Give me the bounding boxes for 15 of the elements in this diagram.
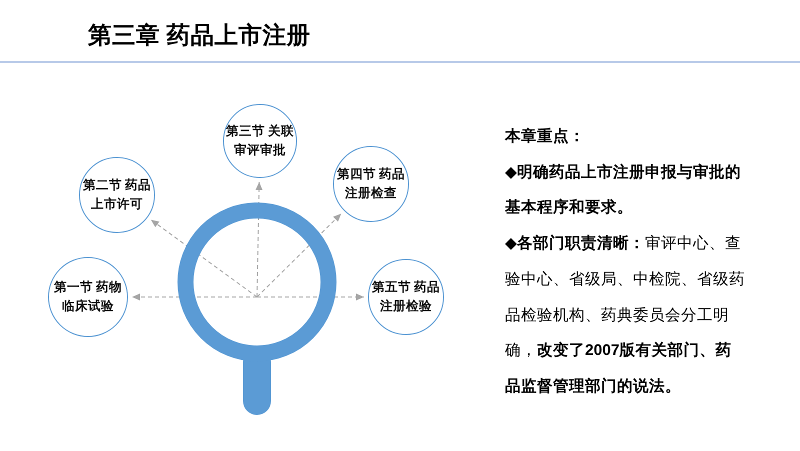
arrow xyxy=(150,219,258,298)
arrow xyxy=(132,294,258,300)
heading: 本章重点： xyxy=(505,126,586,147)
section-circle: 第四节 药品注册检查 xyxy=(333,146,409,222)
bullet-text: ◆各部门职责清晰：审评中心、查验中心、省级局、中检院、省级药品检验机构、药典委员会分工明确，改变了2007版有关部门、药品监督管理部门的说法。 xyxy=(505,234,746,397)
bullet-text: ◆明确药品上市注册申报与审批的基本程序和要求。 xyxy=(505,162,742,218)
title: 第三章 药品上市注册 xyxy=(88,21,311,50)
arrow xyxy=(256,213,342,298)
section-circle: 第一节 药物临床试验 xyxy=(48,257,128,337)
section-circle: 第三节 关联审评审批 xyxy=(223,104,297,178)
section-circle: 第五节 药品注册检验 xyxy=(368,259,444,335)
arrow xyxy=(256,294,364,300)
magnifier-icon xyxy=(177,202,337,417)
section-circle: 第二节 药品上市许可 xyxy=(79,157,155,233)
arrow xyxy=(256,182,263,298)
